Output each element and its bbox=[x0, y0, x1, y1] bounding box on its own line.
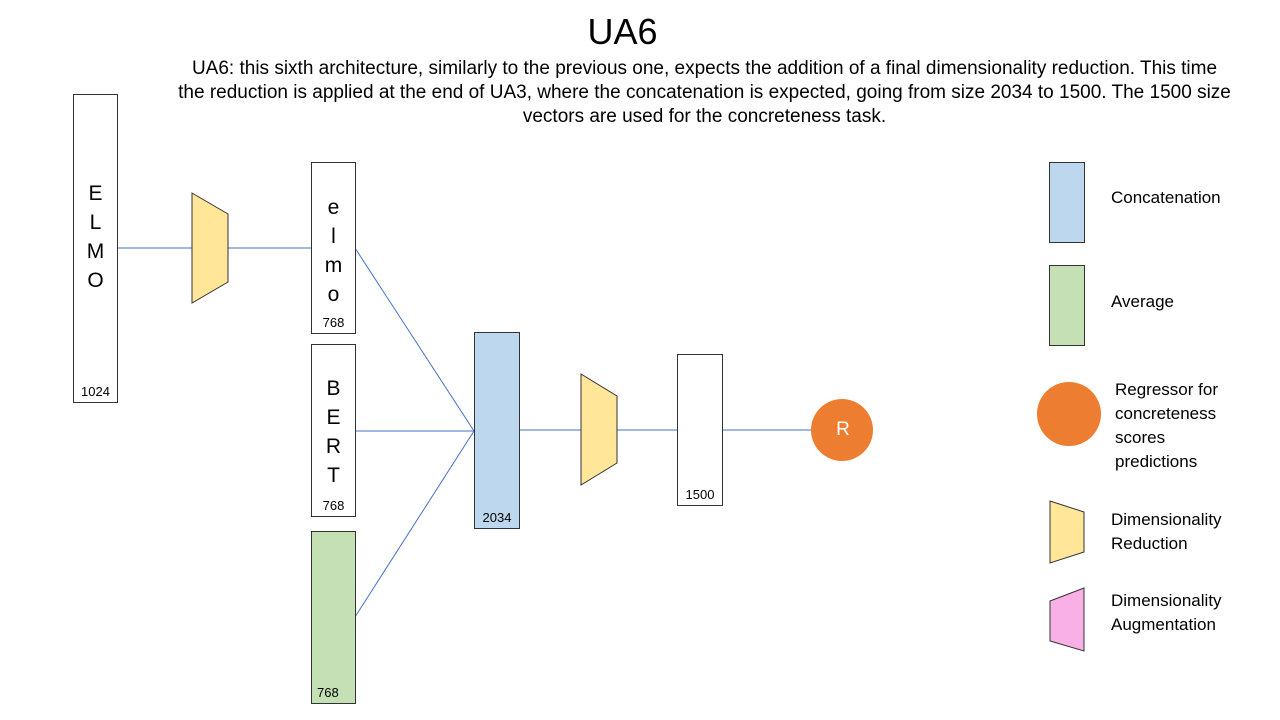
elmo-block: e l m o 768 bbox=[311, 162, 356, 334]
legend-regressor-line: predictions bbox=[1115, 452, 1198, 471]
legend-reduction-line: Reduction bbox=[1111, 534, 1188, 553]
legend-augmentation-line: Dimensionality bbox=[1111, 591, 1222, 610]
elmo-letter: l bbox=[331, 225, 336, 248]
regressor-node bbox=[811, 399, 873, 461]
edge-elmo-to-concatenation bbox=[354, 247, 475, 432]
legend-regressor-line: concreteness bbox=[1115, 404, 1217, 423]
legend-regressor-swatch bbox=[1037, 382, 1101, 446]
regressor-label: R bbox=[836, 419, 850, 440]
legend-reduction-line: Dimensionality bbox=[1111, 510, 1222, 529]
elmo-input-letter: L bbox=[89, 211, 102, 234]
legend-augmentation-swatch bbox=[1049, 587, 1085, 652]
legend-average-swatch bbox=[1049, 265, 1085, 346]
page-title: UA6 bbox=[587, 11, 658, 52]
elmo-input-block: E L M O 1024 bbox=[73, 94, 118, 403]
average-size: 768 bbox=[317, 685, 339, 700]
legend-augmentation-line: Augmentation bbox=[1111, 615, 1216, 634]
legend-regressor-line: Regressor for bbox=[1115, 380, 1218, 399]
legend-augmentation-label: Dimensionality Augmentation bbox=[1111, 589, 1222, 637]
elmo-letter: m bbox=[324, 254, 343, 277]
edges bbox=[118, 247, 812, 618]
legend-regressor-label: Regressor for concreteness scores predic… bbox=[1115, 378, 1218, 474]
elmo-size: 768 bbox=[322, 315, 345, 330]
dimensionality-reduction-2 bbox=[580, 373, 618, 486]
bert-letter: B bbox=[326, 377, 341, 400]
legend-reduction-label: Dimensionality Reduction bbox=[1111, 508, 1222, 556]
edge-average-to-concatenation bbox=[354, 430, 475, 618]
average-block: 768 bbox=[311, 531, 356, 704]
elmo-input-size: 1024 bbox=[81, 384, 110, 399]
bert-block: B E R T 768 bbox=[311, 344, 356, 517]
legend-concatenation-label: Concatenation bbox=[1111, 188, 1221, 207]
dimensionality-reduction-1 bbox=[191, 192, 229, 304]
bert-letter: E bbox=[326, 406, 341, 429]
legend-average-label: Average bbox=[1111, 292, 1175, 311]
elmo-input-letter: O bbox=[87, 269, 104, 292]
concatenation-block: 2034 bbox=[474, 332, 520, 529]
legend-concatenation-swatch bbox=[1049, 162, 1085, 243]
elmo-input-letter: M bbox=[86, 240, 105, 263]
architecture-description: UA6: this sixth architecture, similarly … bbox=[178, 58, 1231, 127]
elmo-letter: o bbox=[327, 283, 340, 306]
concatenation-size: 2034 bbox=[482, 510, 512, 525]
bert-letter: R bbox=[325, 435, 342, 458]
bert-letter: T bbox=[327, 464, 340, 487]
bert-size: 768 bbox=[322, 498, 345, 513]
legend-regressor-line: scores bbox=[1115, 428, 1166, 447]
reduced-vector-block: 1500 bbox=[677, 354, 723, 506]
elmo-input-letter: E bbox=[88, 182, 103, 205]
legend-reduction-swatch bbox=[1049, 500, 1085, 564]
reduced-vector-size: 1500 bbox=[685, 487, 715, 502]
elmo-letter: e bbox=[327, 196, 340, 219]
